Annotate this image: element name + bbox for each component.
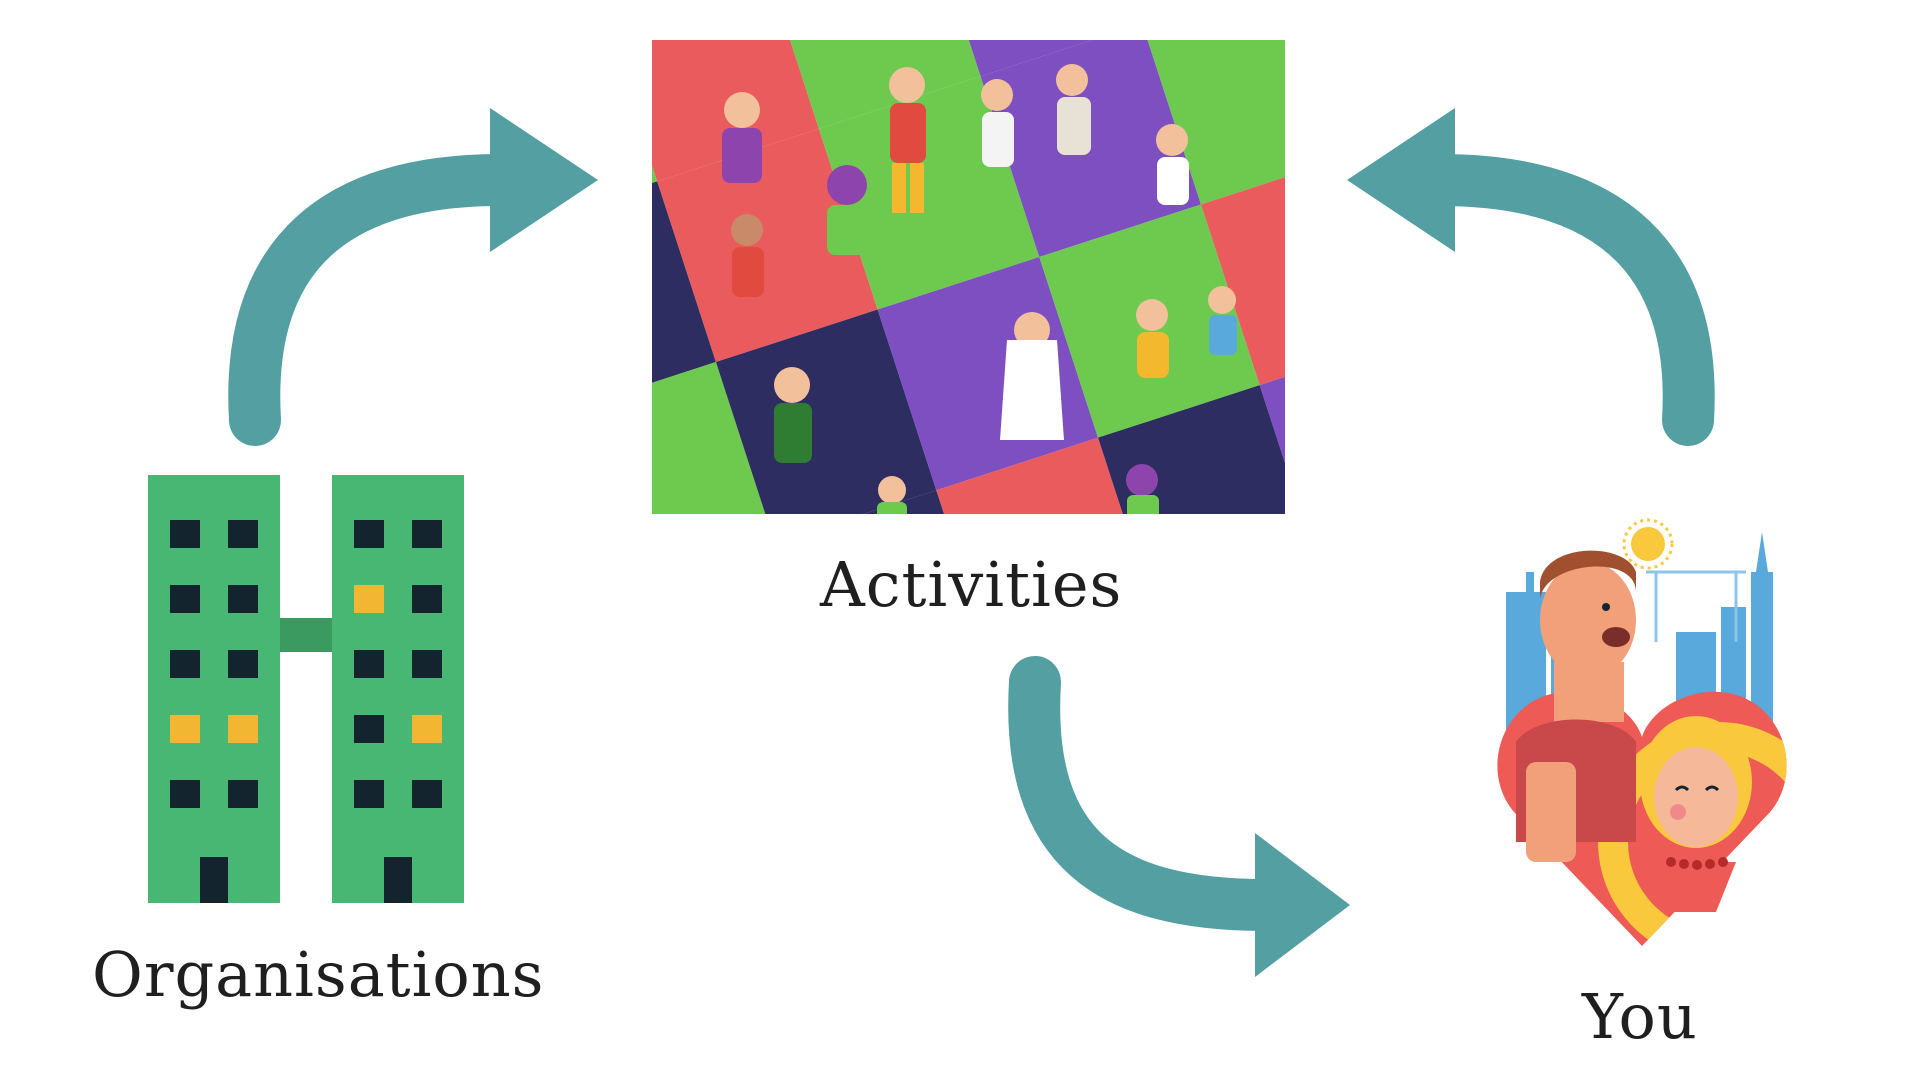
activities-label: Activities <box>820 548 1123 621</box>
arrowhead-you-left <box>1347 108 1455 252</box>
people-collage-icon <box>652 40 1285 514</box>
activities-collage-image <box>652 40 1285 514</box>
arrow-you-to-activities <box>1414 154 1715 446</box>
couple-heart-city-icon <box>1496 512 1788 946</box>
illustrated-people <box>722 64 1237 514</box>
office-buildings-icon <box>148 475 464 903</box>
arrowhead-organisations <box>490 108 598 252</box>
arrow-activities-to-you <box>1008 656 1291 931</box>
sun-icon <box>1631 527 1665 561</box>
arrow-organisations-to-activities <box>228 154 526 446</box>
organisations-label: Organisations <box>92 938 545 1011</box>
arrowhead-you-down <box>1255 833 1350 977</box>
you-label: You <box>1582 980 1698 1053</box>
